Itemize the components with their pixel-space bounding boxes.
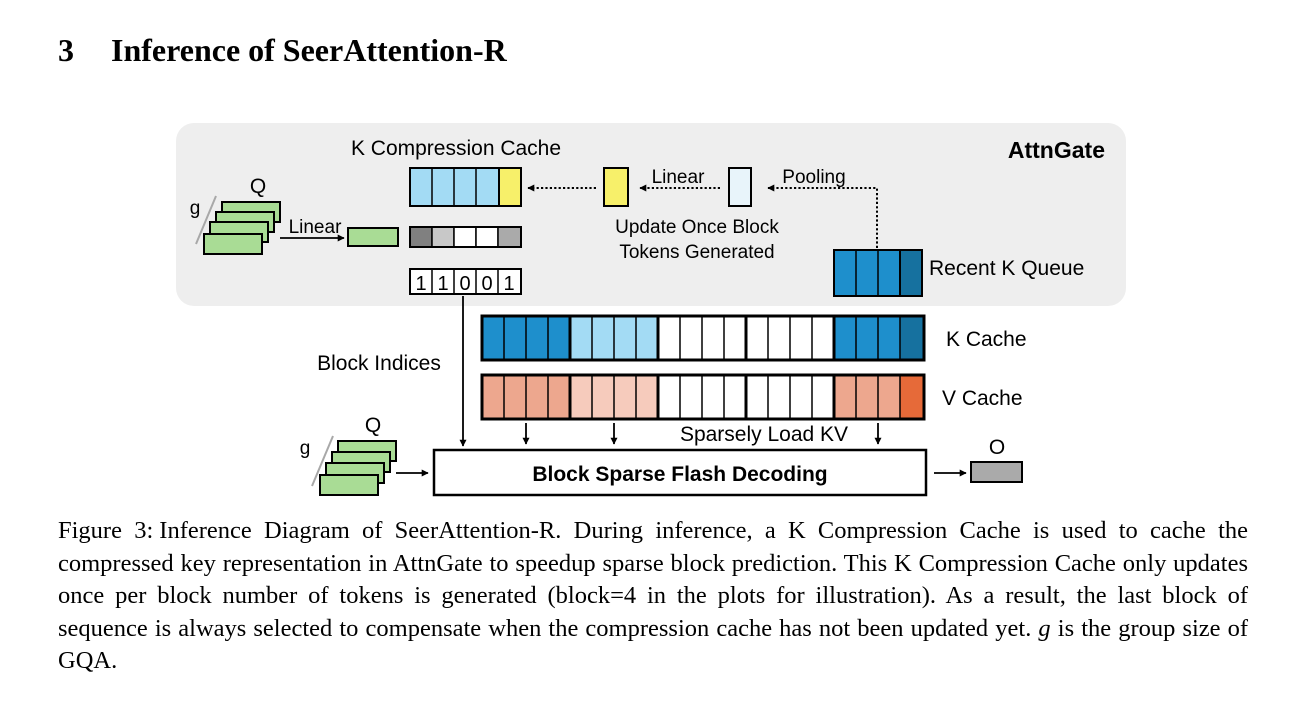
- bit-0: 1: [415, 273, 426, 295]
- caption-label: Figure 3:: [58, 517, 154, 544]
- dotted-arrow-pooling: [767, 184, 878, 248]
- pooling-label: Pooling: [782, 167, 845, 188]
- query-stack-top: [203, 201, 281, 255]
- new-compressed-key: [603, 167, 629, 207]
- linear-label-left: Linear: [289, 217, 342, 238]
- recent-k-queue: [833, 249, 923, 297]
- section-title: Inference of SeerAttention-R: [111, 32, 507, 68]
- q-label-bottom: Q: [365, 414, 381, 437]
- g-label-top: g: [190, 198, 201, 219]
- k-cache-label: K Cache: [946, 328, 1027, 351]
- bit-4: 1: [503, 273, 514, 295]
- caption-g-symbol: g: [1038, 614, 1051, 642]
- v-cache: [480, 373, 926, 421]
- q-label-top: Q: [250, 175, 266, 198]
- update-note-line1: Update Once Block: [615, 217, 779, 238]
- bit-3: 0: [481, 273, 492, 295]
- section-number: 3: [58, 32, 74, 68]
- group-bracket-bottom: [311, 435, 334, 487]
- recent-k-queue-label: Recent K Queue: [929, 257, 1084, 280]
- block-index-bits: 1 1 0 0 1: [409, 268, 522, 295]
- k-compression-cache: [409, 167, 522, 207]
- k-cache: [480, 314, 926, 362]
- decoding-box-label: Block Sparse Flash Decoding: [532, 463, 827, 486]
- figure-caption: Figure 3:Inference Diagram of SeerAttent…: [58, 515, 1248, 678]
- caption-text: Inference Diagram of SeerAttention-R. Du…: [58, 517, 1248, 642]
- inference-diagram: AttnGate Q g Linear K Compression Cache …: [176, 123, 1126, 497]
- pooled-key: [728, 167, 752, 207]
- linear-label-mid: Linear: [652, 167, 705, 188]
- block-sparse-flash-decoding-box: [432, 448, 928, 497]
- bit-1: 1: [437, 273, 448, 295]
- attngate-title: AttnGate: [1008, 137, 1105, 163]
- caption-text-end: is the group size of GQA.: [58, 614, 1249, 675]
- bit-2: 0: [459, 273, 470, 295]
- k-compression-cache-label: K Compression Cache: [351, 137, 561, 160]
- sparsely-load-label: Sparsely Load KV: [680, 423, 848, 446]
- update-note-line2: Tokens Generated: [619, 242, 774, 263]
- compressed-query: [347, 227, 399, 247]
- query-stack-bottom: [319, 440, 397, 496]
- group-bracket-top: [195, 195, 217, 245]
- output-label: O: [989, 436, 1005, 459]
- section-heading: 3 Inference of SeerAttention-R: [58, 28, 507, 72]
- output-vector: [970, 461, 1023, 483]
- v-cache-label: V Cache: [942, 387, 1023, 410]
- attention-score-row: [409, 226, 522, 248]
- sparse-load-arrows: [522, 423, 882, 445]
- block-indices-label: Block Indices: [317, 352, 441, 375]
- g-label-bottom: g: [300, 438, 311, 459]
